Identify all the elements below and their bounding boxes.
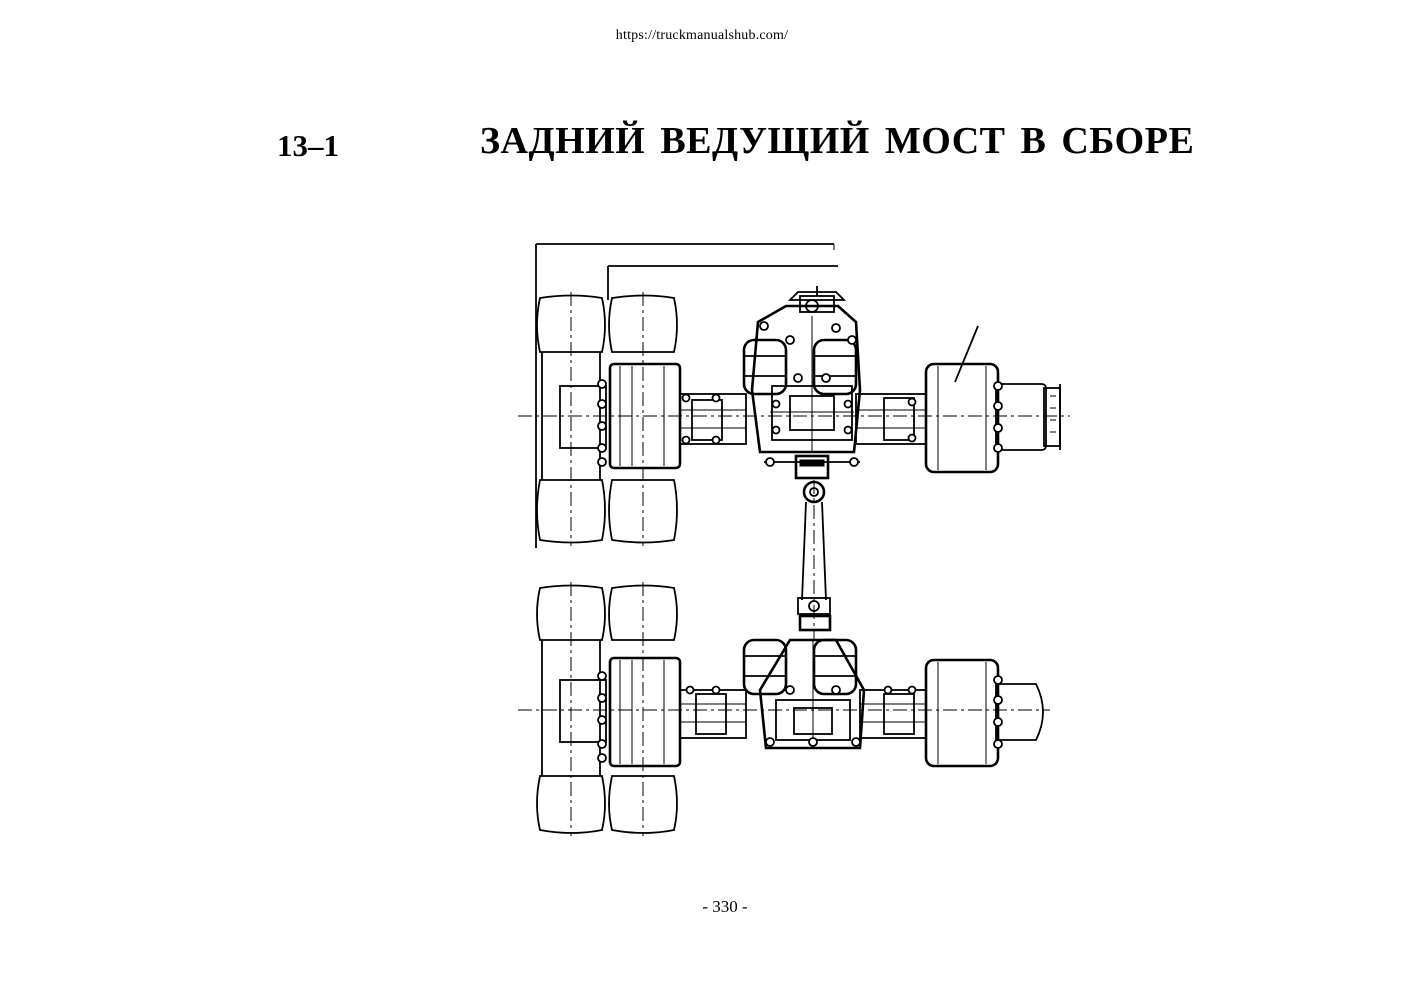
page-title: ЗАДНИЙ ВЕДУЩИЙ МОСТ В СБОРЕ [480, 120, 1195, 162]
axle-assembly-drawing [518, 243, 1070, 836]
propeller-shaft [797, 480, 832, 640]
upper-axle [518, 286, 1070, 546]
page-number: - 330 - [702, 897, 748, 916]
lower-axle [518, 582, 1050, 836]
leader-line [954, 325, 979, 383]
dimension-lines [535, 243, 838, 548]
source-url: https://truckmanualshub.com/ [615, 28, 789, 43]
section-number: 13–1 [277, 128, 339, 163]
